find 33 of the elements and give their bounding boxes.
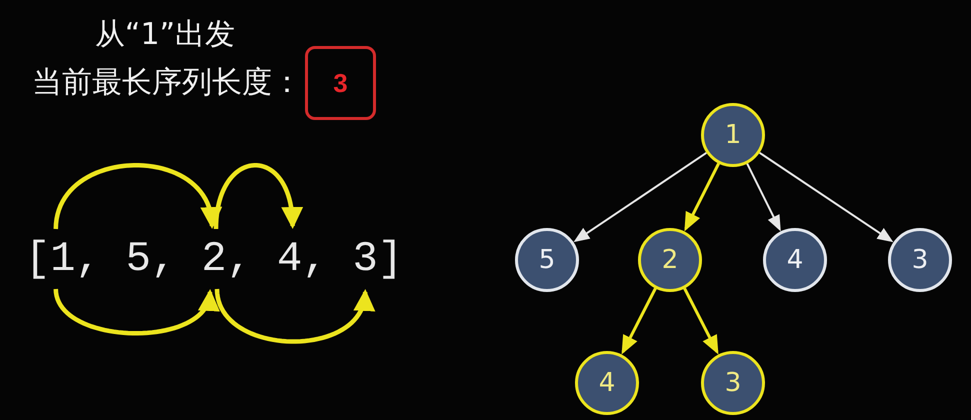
curved-arrow	[54, 163, 222, 230]
bracket: ]	[378, 234, 403, 285]
node-number: 3	[724, 368, 742, 398]
curved-arrow	[214, 163, 304, 230]
arrow	[683, 288, 718, 354]
curved-arrow	[214, 288, 376, 344]
heading: 从“1”出发	[94, 16, 236, 54]
arrow	[574, 152, 707, 242]
node-number: 4	[598, 368, 616, 398]
comma: ,	[226, 234, 252, 285]
node-number: 4	[786, 245, 804, 275]
arrow	[746, 163, 781, 231]
comma: ,	[151, 234, 176, 285]
label-text: 当前最长序列长度：	[32, 66, 302, 100]
node-number: 5	[538, 245, 556, 275]
curved-arrow	[54, 288, 220, 336]
arrow	[759, 152, 893, 242]
value-box	[305, 46, 376, 120]
comma: ,	[302, 234, 328, 285]
arrow	[684, 162, 720, 231]
array-number: 1	[50, 229, 76, 289]
array-number: 5	[126, 229, 151, 289]
array-number: 2	[201, 229, 227, 289]
array-number: 4	[277, 229, 302, 289]
array-number: 3	[352, 229, 378, 289]
bracket: [	[25, 234, 50, 285]
node-number: 3	[912, 245, 928, 275]
arrow	[622, 288, 657, 354]
tree-node	[701, 103, 765, 167]
node-number: 2	[662, 245, 678, 275]
comma: ,	[75, 234, 101, 285]
node-number: 1	[724, 120, 742, 150]
length-value: 3	[333, 68, 348, 98]
